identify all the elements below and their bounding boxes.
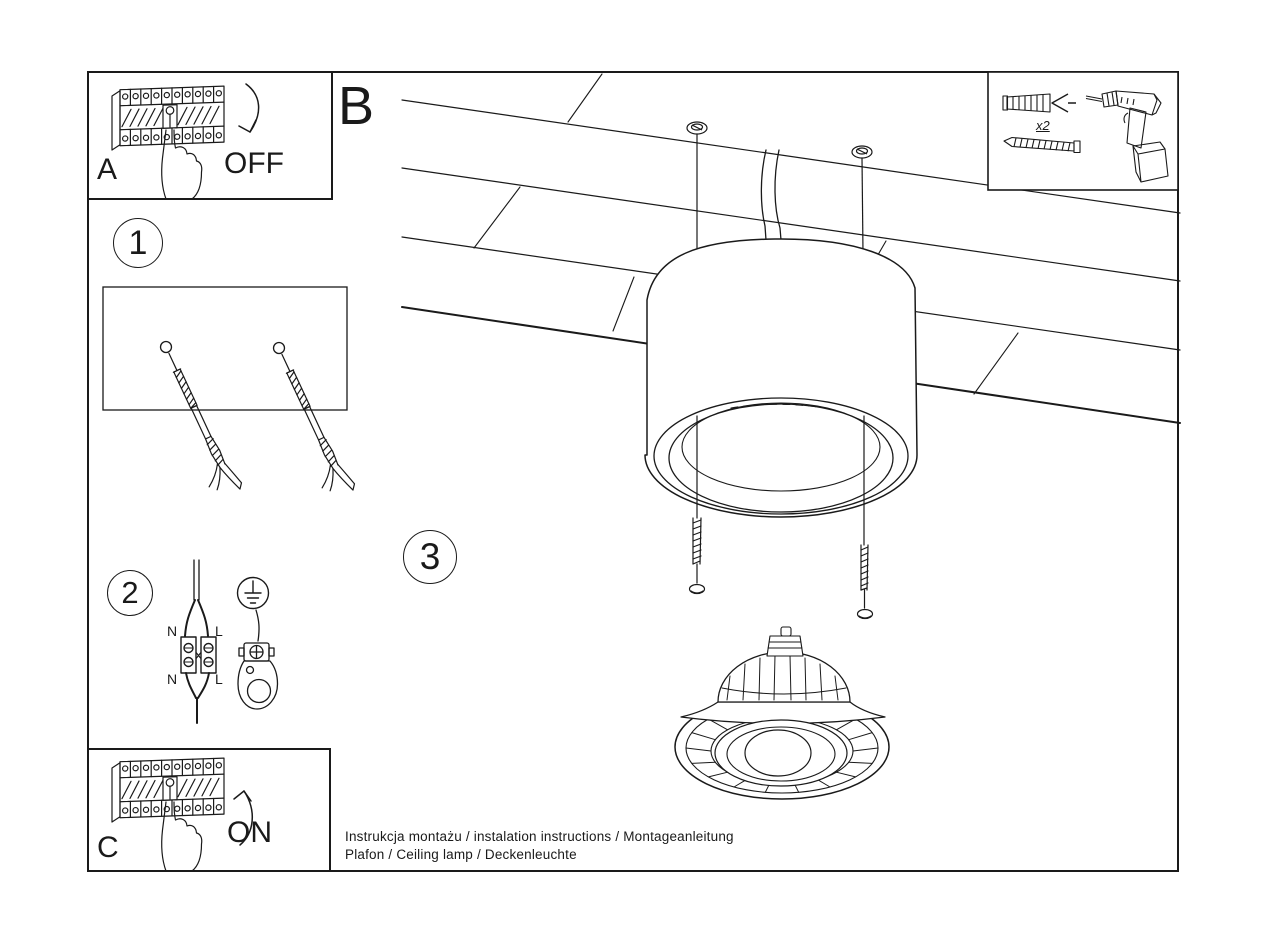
terminal-block-icon	[180, 559, 217, 724]
section-b-label: B	[338, 76, 375, 136]
ceiling-lamp-body	[644, 238, 918, 518]
step-1-badge: 1	[113, 218, 163, 268]
footer-title-line1: Instrukcja montażu / instalation instruc…	[345, 829, 734, 844]
ground-symbol-icon	[236, 576, 270, 610]
ground-clamp-icon	[237, 609, 279, 710]
step-3-badge: 3	[403, 530, 457, 584]
wire-neutral-bottom-label: N	[167, 671, 178, 687]
step-2-number: 2	[121, 575, 139, 610]
panel-c-label: C	[97, 831, 119, 864]
wire-line-bottom-label: L	[215, 671, 223, 687]
screw-right-lower	[856, 415, 874, 620]
panel-a-box	[87, 71, 333, 200]
mounting-screw-right	[851, 145, 873, 254]
arrow-down-icon	[238, 83, 260, 133]
panel-c-box	[87, 748, 331, 872]
screw-left-lower	[688, 415, 706, 595]
wire-line-top-label: L	[215, 623, 223, 639]
wall-anchor-icon	[150, 348, 245, 502]
arrow-up-icon	[233, 790, 254, 846]
hardware-box	[987, 71, 1179, 191]
power-cable	[760, 149, 782, 241]
wall-anchor-icon	[263, 349, 358, 503]
mounting-holes-diagram	[102, 286, 358, 503]
step-2-badge: 2	[107, 570, 153, 616]
spotlight-bulb-icon	[674, 626, 890, 800]
hardware-quantity: x2	[1036, 118, 1050, 133]
panel-c-state-on: ON	[227, 816, 272, 849]
panel-a-state-off: OFF	[224, 147, 284, 180]
drill-icon	[1085, 90, 1169, 183]
sheet-border	[87, 71, 1179, 872]
mounting-screw-left	[686, 121, 708, 254]
step-1-number: 1	[128, 223, 148, 262]
screw-icon	[1003, 136, 1081, 154]
wire-neutral-top-label: N	[167, 623, 178, 639]
panel-a-label: A	[97, 153, 118, 186]
wall-plug-icon	[1002, 93, 1076, 113]
footer-title-line2: Plafon / Ceiling lamp / Deckenleuchte	[345, 847, 577, 862]
step-3-number: 3	[419, 536, 441, 577]
